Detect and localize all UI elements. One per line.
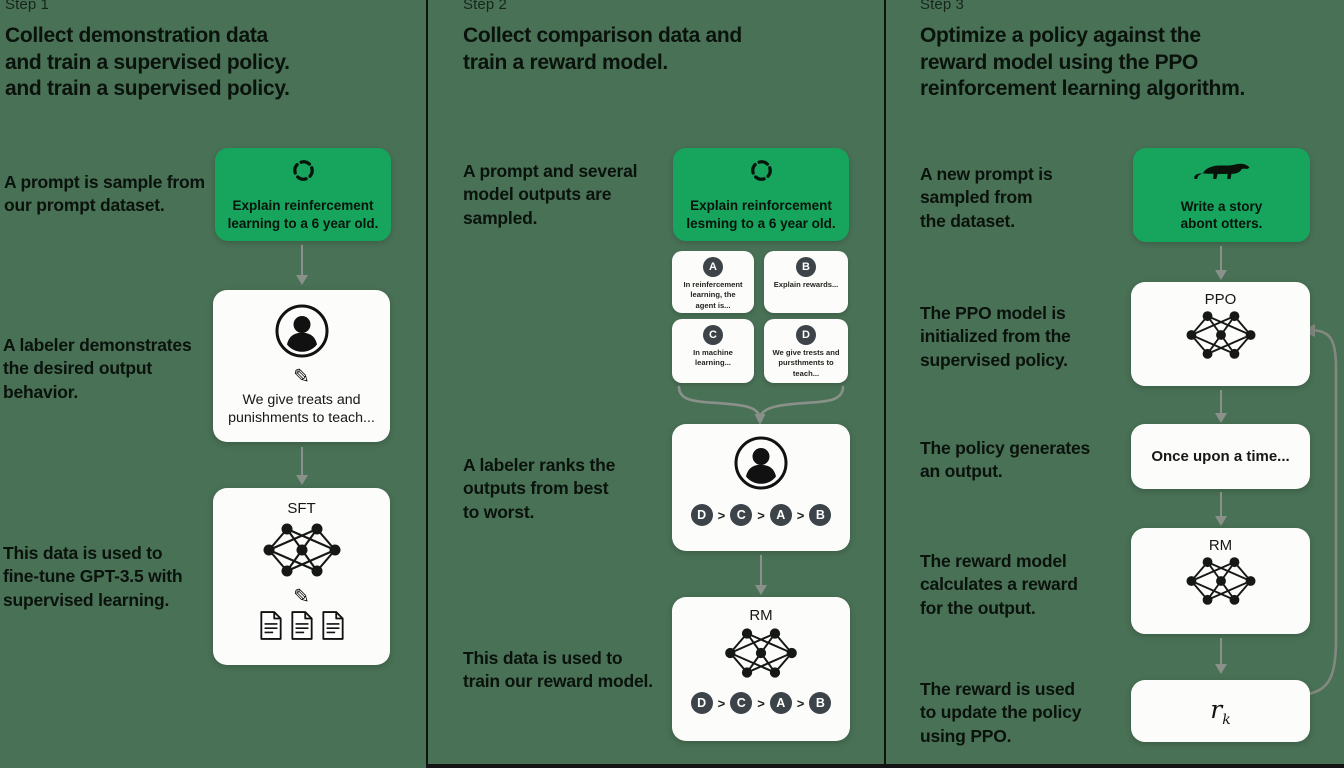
option-text: We give trests and pursthments to teach.…	[772, 348, 840, 378]
step1-heading: Collect demonstration data and train a s…	[5, 24, 290, 101]
step3-caption-update: The reward is used to update the policy …	[920, 679, 1082, 746]
step3-label: Step 3	[920, 0, 964, 13]
step3-ppo-box: PPO	[1131, 282, 1310, 386]
step3-prompt-text: Write a story abont otters.	[1180, 198, 1263, 231]
option-letter-badge: D	[796, 325, 816, 345]
step3-caption-reward: The reward model calculates a reward for…	[920, 551, 1078, 618]
ranking-row: D > C > A > B	[690, 692, 832, 714]
pencil-icon: ✎	[293, 366, 310, 388]
step2-prompt-text: Explain reinforcement lesming to a 6 yea…	[686, 198, 836, 231]
down-arrow-icon	[1214, 638, 1228, 674]
down-arrow-icon	[1214, 246, 1228, 280]
step3-caption-output: The policy generates an output.	[920, 438, 1091, 482]
ppo-label: PPO	[1204, 291, 1237, 308]
pencil-icon: ✎	[293, 586, 310, 608]
reward-subscript: k	[1222, 711, 1231, 728]
otter-icon	[1193, 158, 1251, 190]
rank-chip: D	[690, 504, 713, 526]
output-option-b: B Explain rewards...	[764, 251, 848, 313]
step1-caption-labeler: A labeler demonstrates the desired outpu…	[3, 335, 192, 402]
output-option-a: A In reinfercement learning, the agent i…	[672, 251, 754, 313]
option-text: Explain rewards...	[773, 280, 839, 289]
output-option-c: C In machine learning...	[672, 319, 754, 383]
rank-chip: A	[769, 504, 792, 526]
step2-heading: Collect comparison data and train a rewa…	[463, 24, 742, 74]
document-icon	[259, 611, 283, 645]
step1-label: Step 1	[5, 0, 49, 13]
rank-chip: B	[809, 504, 832, 526]
step3-caption-prompt: A new prompt is sampled from the dataset…	[920, 164, 1053, 231]
option-letter-badge: A	[703, 257, 723, 277]
step2-prompt-box: Explain reinforcement lesming to a 6 yea…	[673, 148, 849, 241]
rank-chip: C	[730, 692, 753, 714]
reward-symbol: r	[1210, 694, 1223, 724]
rank-gt: >	[796, 695, 805, 711]
option-text: In reinfercement learning, the agent is.…	[683, 280, 743, 310]
neural-network-icon	[1184, 555, 1258, 612]
down-arrow-icon	[295, 245, 309, 285]
document-icon	[321, 611, 345, 645]
step3-caption-init: The PPO model is initialized from the su…	[920, 303, 1071, 370]
step3-heading: Optimize a policy against the reward mod…	[920, 24, 1245, 101]
rank-gt: >	[717, 695, 726, 711]
document-icon	[290, 611, 314, 645]
down-arrow-icon	[754, 555, 768, 595]
step1-prompt-text: Explain reinfercement learning to a 6 ye…	[227, 198, 379, 231]
column-divider-left	[426, 0, 428, 768]
rank-gt: >	[796, 507, 805, 523]
option-text: In machine learning...	[693, 348, 733, 368]
option-letter-badge: C	[703, 325, 723, 345]
step3-prompt-box: Write a story abont otters.	[1133, 148, 1310, 242]
step1-caption-data: This data is used to fine-tune GPT-3.5 w…	[3, 543, 183, 610]
rank-chip: A	[769, 692, 792, 714]
step2-label: Step 2	[463, 0, 507, 13]
rank-chip: C	[730, 504, 753, 526]
down-arrow-icon	[1214, 390, 1228, 423]
ranking-row: D > C > A > B	[690, 504, 832, 526]
output-box-text: Once upon a time...	[1151, 448, 1290, 465]
step1-prompt-box: Explain reinfercement learning to a 6 ye…	[215, 148, 391, 241]
down-arrow-icon	[1214, 492, 1228, 526]
neural-network-icon	[723, 626, 799, 685]
rank-chip: B	[809, 692, 832, 714]
bottom-bar	[426, 764, 1344, 768]
option-letter-badge: B	[796, 257, 816, 277]
neural-network-icon	[1184, 309, 1258, 366]
cycle-icon	[748, 157, 775, 189]
reward-value: rk	[1210, 695, 1230, 728]
cycle-icon	[290, 157, 317, 189]
column-divider-right	[884, 0, 886, 768]
output-option-d: D We give trests and pursthments to teac…	[764, 319, 848, 383]
step2-caption-rank: A labeler ranks the outputs from best to…	[463, 455, 616, 522]
step3-output-box: Once upon a time...	[1131, 424, 1310, 489]
step3-rm-box: RM	[1131, 528, 1310, 634]
step1-caption-prompt: A prompt is sample from our prompt datas…	[4, 172, 205, 216]
rank-gt: >	[717, 507, 726, 523]
step3-reward-box: rk	[1131, 680, 1310, 742]
converge-arrows-icon	[672, 385, 850, 430]
step1-sft-box: SFT ✎	[213, 488, 390, 665]
documents-row	[259, 611, 345, 645]
person-icon	[274, 303, 330, 364]
rank-chip: D	[690, 692, 713, 714]
step2-caption-prompt: A prompt and several model outputs are s…	[463, 161, 638, 228]
step1-labeler-box: ✎ We give treats and punishments to teac…	[213, 290, 390, 442]
person-icon	[733, 435, 789, 496]
down-arrow-icon	[295, 447, 309, 485]
step2-rm-box: RM D > C > A	[672, 597, 850, 741]
step1-labeler-text: We give treats and punishments to teach.…	[228, 392, 375, 427]
neural-network-icon	[262, 521, 342, 584]
rank-gt: >	[757, 695, 765, 711]
rm-label: RM	[1208, 537, 1233, 554]
model-outputs-grid: A In reinfercement learning, the agent i…	[672, 251, 848, 383]
rank-gt: >	[757, 507, 765, 523]
rm-label: RM	[749, 607, 773, 624]
step2-labeler-box: D > C > A > B	[672, 424, 850, 551]
step2-caption-data: This data is used to train our reward mo…	[463, 648, 653, 692]
sft-label: SFT	[287, 500, 316, 517]
